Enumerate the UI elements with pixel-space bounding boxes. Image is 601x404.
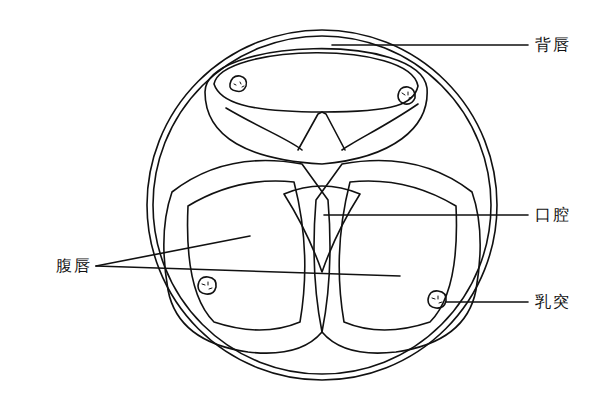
body-outline-inner (153, 36, 491, 374)
papilla (198, 277, 216, 294)
part-label: 口腔 (535, 207, 571, 223)
leader-line (96, 236, 250, 266)
dorsal-lip (205, 49, 427, 164)
part-label: 乳突 (535, 294, 571, 310)
leader-line (446, 301, 528, 303)
leader-line (332, 44, 528, 46)
leader-line (324, 214, 528, 216)
papilla-detail (234, 82, 244, 87)
part-label: 背唇 (535, 37, 571, 53)
part-label: 腹唇 (56, 258, 92, 274)
ventral-lip (314, 161, 480, 354)
papilla (230, 76, 247, 92)
leader-line (96, 266, 400, 276)
dorsal-lip-ridge (298, 112, 345, 150)
ventral-lip (164, 161, 330, 354)
papilla-detail (432, 296, 442, 303)
dorsal-lip-rim (226, 104, 418, 150)
papilla (428, 291, 446, 308)
mouth-cavity (284, 186, 360, 272)
papilla-detail (202, 282, 212, 289)
ventral-lip-pad (188, 181, 305, 330)
ventral-lip-pad (339, 181, 456, 330)
dorsal-lip-pad (214, 53, 418, 112)
body-outline (147, 30, 497, 380)
papilla (398, 87, 415, 104)
papilla-detail (402, 92, 412, 98)
